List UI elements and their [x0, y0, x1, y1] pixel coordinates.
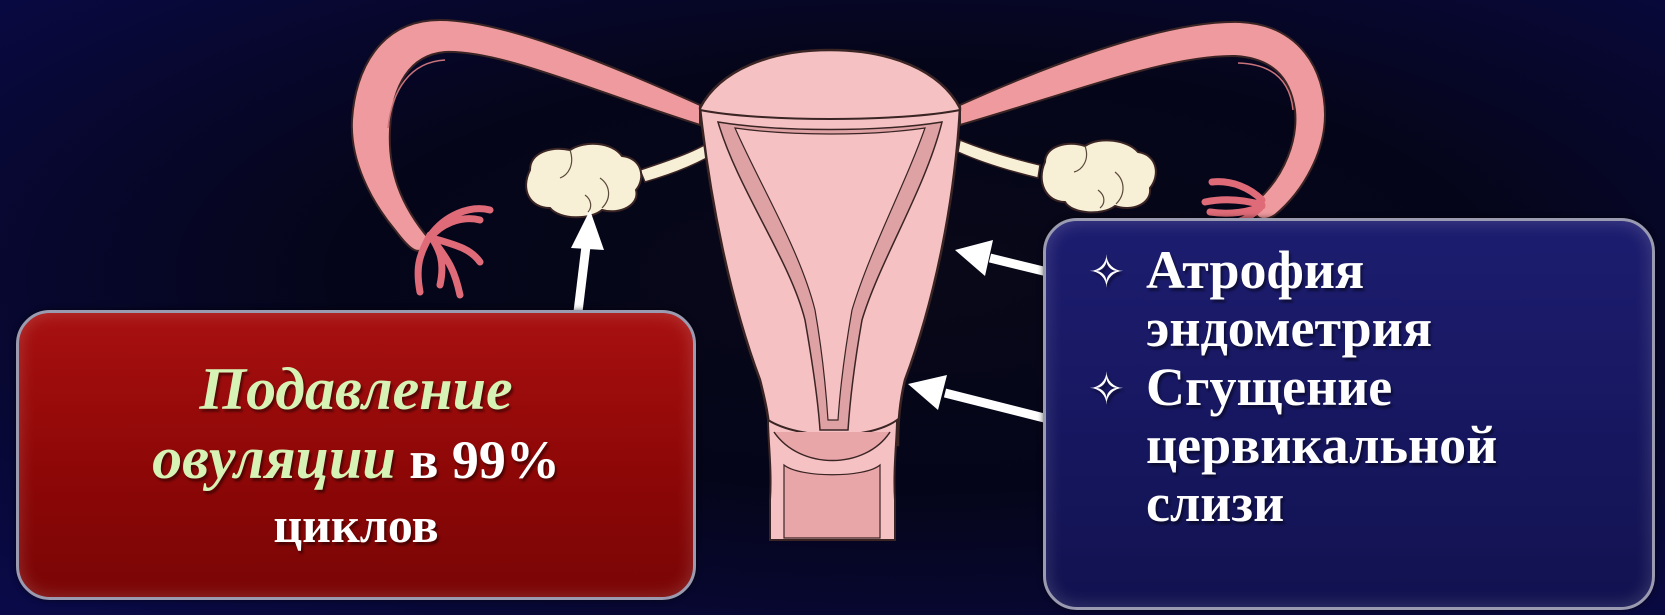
ovulation-word: овуляции [152, 425, 396, 491]
ovulation-suppression-box: Подавление овуляции в 99% циклов [16, 310, 696, 600]
four-point-star-icon: ✧ [1088, 249, 1146, 297]
percentage-text: в 99% [396, 430, 560, 490]
right-ovarian-ligament [958, 140, 1040, 178]
cervix-arrow-head [908, 375, 947, 410]
ovulation-suppression-title: Подавление [199, 355, 512, 424]
cycles-text: циклов [273, 497, 438, 555]
bullet-cervical-mucus: ✧ Сгущение цервикальной слизи [1088, 358, 1652, 533]
effects-box: ✧ Атрофия эндометрия ✧ Сгущение цервикал… [1043, 218, 1655, 610]
bullet-text: Атрофия эндометрия [1146, 241, 1432, 358]
left-ovary [526, 144, 641, 218]
right-ovary [1042, 140, 1156, 212]
bullet-text: Сгущение цервикальной слизи [1146, 358, 1497, 533]
left-fimbriae [418, 209, 490, 295]
bullet-endometrial-atrophy: ✧ Атрофия эндометрия [1088, 241, 1652, 358]
four-point-star-icon: ✧ [1088, 366, 1146, 414]
endometrium-arrow-head [955, 240, 993, 276]
ovulation-line: овуляции в 99% [152, 424, 560, 493]
ovulation-arrow [577, 238, 587, 320]
vaginal-canal [784, 465, 880, 538]
left-fallopian-tube [352, 20, 700, 251]
